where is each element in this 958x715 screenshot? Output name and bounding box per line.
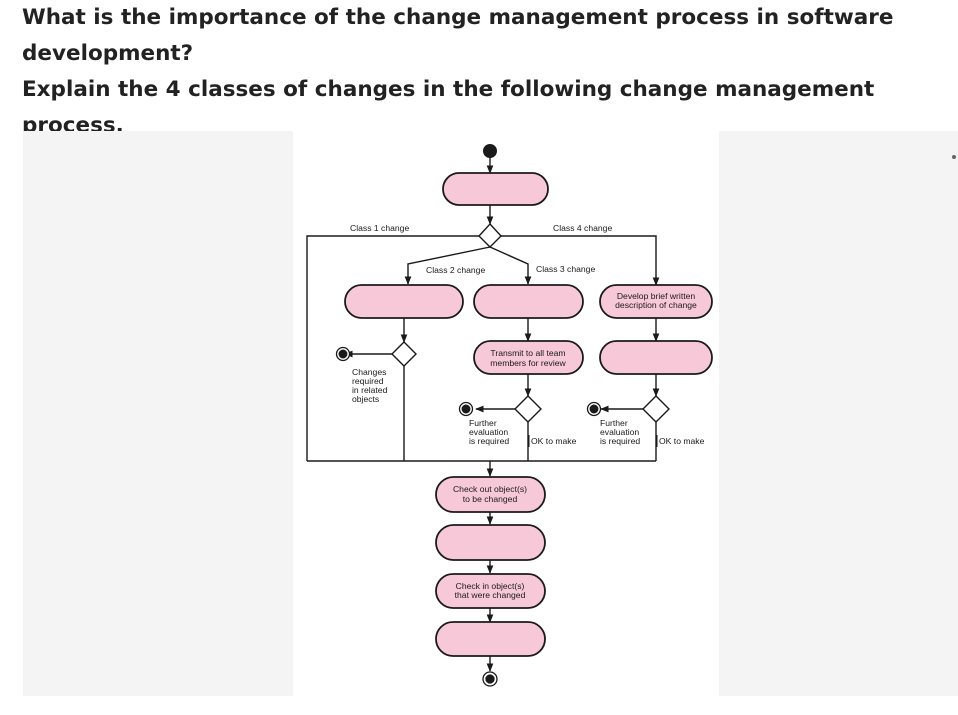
end-node-class4 <box>586 401 602 417</box>
decision-class4 <box>642 395 670 423</box>
activity-nodes <box>344 172 713 657</box>
change-management-diagram: Class 1 change Class 4 change Class 2 ch… <box>293 131 719 696</box>
activity-initial <box>442 172 549 206</box>
activity-class2 <box>344 284 464 319</box>
decision-class <box>478 222 502 248</box>
ok-label-b: OK to make <box>659 436 705 446</box>
checkout-label-line1: Check out object(s) <box>453 484 527 494</box>
changes-label-line3: in related <box>352 385 388 395</box>
changes-label-line1: Changes <box>352 367 386 377</box>
changes-label-line2: required <box>352 376 384 386</box>
end-node-team-review <box>458 401 474 417</box>
further-a-line2: evaluation <box>469 427 508 437</box>
activity-check-out <box>435 476 546 513</box>
class4-label: Class 4 change <box>553 223 612 233</box>
image-panel-left <box>23 131 293 696</box>
end-node-final <box>482 671 498 687</box>
further-b-line1: Further <box>600 418 628 428</box>
decision-team-review <box>514 395 542 423</box>
ok-label-a: OK to make <box>531 436 577 446</box>
activity-develop-description <box>599 284 713 319</box>
further-a-line1: Further <box>469 418 497 428</box>
further-b-line2: evaluation <box>600 427 639 437</box>
bullet-dot <box>952 155 956 159</box>
question-text: What is the importance of the change man… <box>22 0 952 144</box>
question-line-3: Explain the 4 classes of changes in the … <box>22 77 875 138</box>
class3-label: Class 3 change <box>536 264 595 274</box>
further-b-line3: is required <box>600 436 640 446</box>
class1-label: Class 1 change <box>350 223 409 233</box>
activity-transmit-review <box>473 340 584 375</box>
start-node <box>483 144 497 158</box>
question-line-2: development? <box>22 41 194 66</box>
transmit-label-line2: members for review <box>490 358 566 368</box>
class2-label: Class 2 change <box>426 265 485 275</box>
checkout-label-line2: to be changed <box>463 494 518 504</box>
checkin-label-line2: that were changed <box>455 590 526 600</box>
transmit-label-line1: Transmit to all team <box>490 348 565 358</box>
end-node-related <box>335 346 351 362</box>
decision-related-objects <box>391 341 417 367</box>
question-line-1: What is the importance of the change man… <box>22 5 894 30</box>
develop-label-line1: Develop brief written <box>617 291 696 301</box>
activity-check-in <box>435 573 546 609</box>
activity-class3 <box>473 284 584 319</box>
activity-make-change <box>435 524 546 561</box>
further-a-line3: is required <box>469 436 509 446</box>
activity-final <box>435 621 546 657</box>
develop-label-line2: description of change <box>615 300 697 310</box>
activity-class4-second <box>599 340 713 375</box>
image-panel-right <box>719 131 958 696</box>
changes-label-line4: objects <box>352 394 379 404</box>
checkin-label-line1: Check in object(s) <box>456 581 525 591</box>
